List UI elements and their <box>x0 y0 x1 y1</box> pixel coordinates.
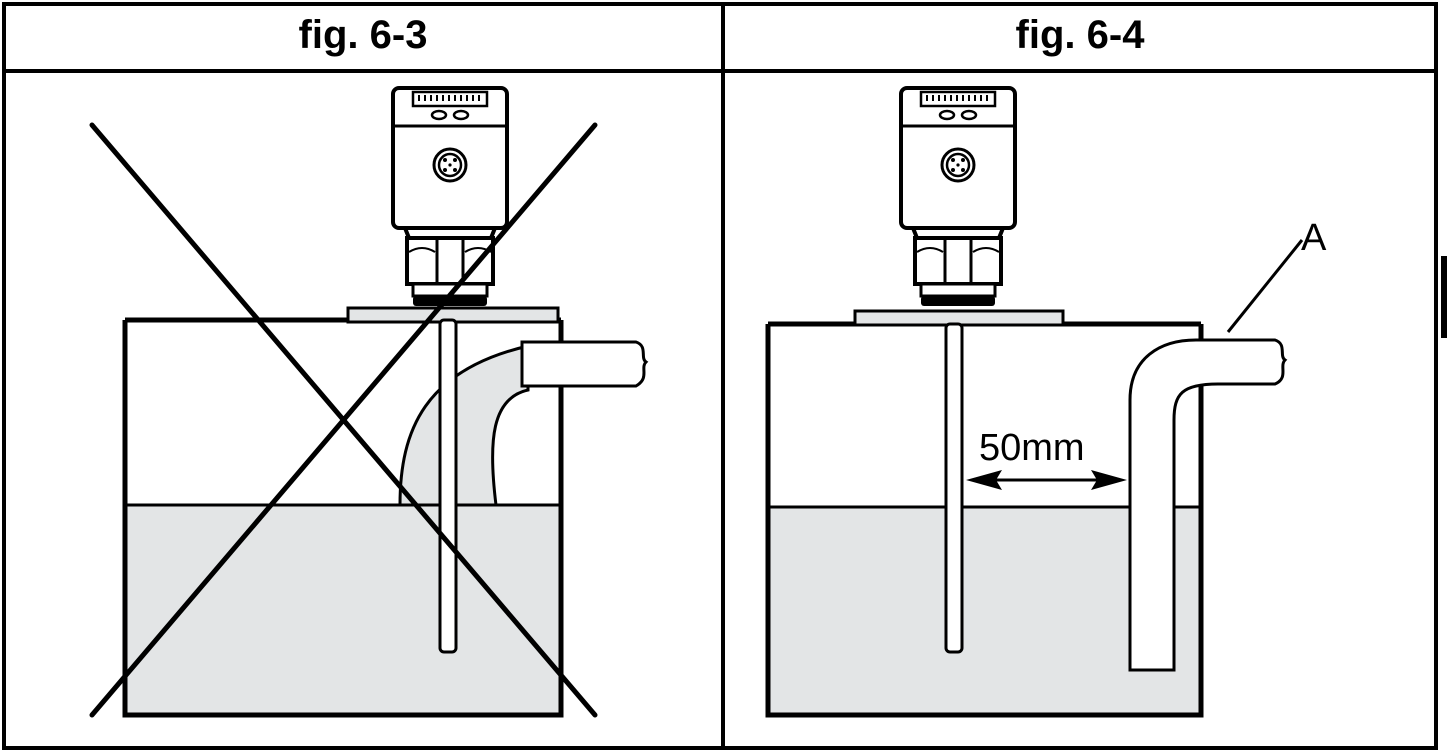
level-sensor-icon <box>899 86 1017 308</box>
pour-stream <box>398 344 530 507</box>
probe-rod <box>944 322 964 654</box>
tank <box>765 324 1204 718</box>
probe-rod <box>438 318 458 654</box>
dimension-label: 50mm <box>979 427 1085 469</box>
cross-out-icon <box>89 122 598 718</box>
tank <box>122 320 564 718</box>
fig-6-4-diagram: 50mm A <box>765 86 1327 718</box>
dimension-arrow <box>966 470 1127 490</box>
fig-6-3-diagram <box>89 86 649 718</box>
page-edge-mark <box>1441 256 1447 338</box>
fig-6-4-title: fig. 6-4 <box>1015 13 1145 57</box>
callout-leader <box>1226 239 1304 333</box>
inlet-pipe <box>520 340 649 388</box>
level-sensor-icon <box>391 86 509 308</box>
callout-label: A <box>1301 217 1327 259</box>
fig-6-3-title: fig. 6-3 <box>298 13 428 57</box>
liquid-fill <box>125 505 561 715</box>
inlet-pipe <box>1128 338 1288 672</box>
